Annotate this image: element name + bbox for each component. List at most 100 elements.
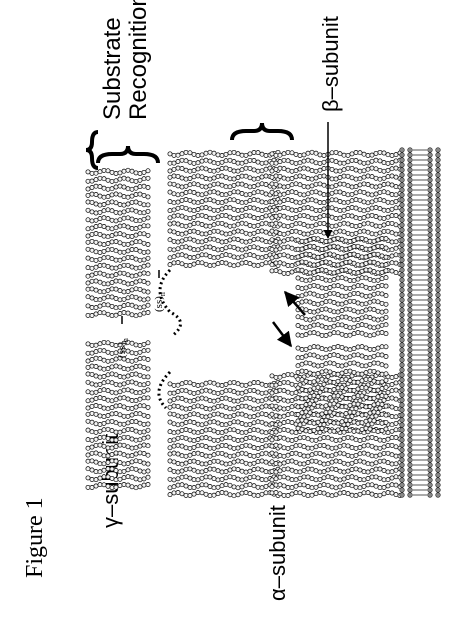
helix-bead: [133, 286, 139, 292]
helix-bead: [125, 348, 131, 354]
helix-bead: [85, 379, 91, 385]
helix-bead: [199, 452, 205, 457]
helix-bead: [311, 269, 317, 275]
helix-bead: [355, 428, 361, 434]
lipid-head: [435, 352, 441, 358]
helix-bead: [243, 413, 249, 419]
helix-bead: [315, 301, 321, 307]
helix-bead: [313, 150, 319, 156]
helix-bead: [171, 238, 177, 244]
lipid-head: [399, 417, 405, 423]
helix-bead: [207, 419, 213, 425]
helix-bead: [297, 229, 303, 235]
helix-bead: [289, 467, 295, 473]
helix-bead: [255, 168, 261, 174]
helix-bead: [375, 387, 381, 393]
helix-bead: [137, 403, 143, 409]
helix-bead: [367, 377, 373, 382]
helix-bead: [305, 466, 311, 472]
helix-bead: [273, 469, 279, 475]
helix-bead: [367, 355, 373, 361]
helix-bead: [227, 190, 233, 196]
helix-bead: [371, 368, 377, 374]
helix-bead: [345, 183, 351, 189]
helix-bead: [227, 414, 233, 420]
helix-bead: [353, 223, 359, 229]
helix-bead: [187, 406, 193, 411]
lipid-head: [427, 352, 433, 358]
lipid-head: [399, 212, 405, 218]
helix-bead: [285, 176, 291, 182]
helix-bead: [133, 485, 139, 491]
helix-bead: [113, 191, 119, 197]
lipid-head: [435, 462, 441, 468]
helix-bead: [299, 387, 305, 392]
helix-bead: [319, 362, 325, 368]
helix-bead: [277, 192, 283, 198]
helix-bead: [141, 341, 147, 347]
helix-bead: [211, 485, 217, 491]
lipid-head: [399, 252, 405, 258]
helix-bead: [363, 307, 369, 313]
helix-bead: [121, 184, 127, 190]
helix-bead: [349, 453, 355, 459]
helix-bead: [375, 290, 381, 296]
helix-bead: [255, 159, 261, 165]
helix-bead: [269, 228, 275, 234]
helix-bead: [301, 434, 307, 440]
helix-bead: [121, 434, 127, 440]
lipid-head: [399, 302, 405, 308]
helix-bead: [347, 378, 353, 384]
helix-bead: [269, 373, 275, 379]
helix-bead: [305, 474, 311, 480]
helix-bead: [109, 186, 115, 192]
helix-bead: [309, 183, 315, 189]
helix-bead: [351, 379, 357, 385]
helix-bead: [203, 468, 209, 473]
helix-bead: [179, 421, 185, 427]
helix-bead: [125, 366, 131, 372]
helix-bead: [97, 241, 103, 247]
helix-bead: [171, 459, 177, 465]
helix-bead: [289, 176, 295, 181]
beta-subunit-upper: [295, 235, 389, 339]
helix-bead: [239, 213, 245, 219]
helix-bead: [349, 483, 355, 489]
helix-bead: [93, 183, 99, 189]
helix-bead: [145, 249, 151, 255]
helix-bead: [379, 386, 385, 391]
lipid-head: [427, 427, 433, 433]
helix-bead: [299, 277, 305, 283]
helix-bead: [129, 427, 135, 432]
lipid-head: [435, 307, 441, 313]
helix-bead: [337, 484, 343, 490]
helix-bead: [255, 452, 261, 458]
helix-bead: [175, 260, 181, 265]
helix-bead: [281, 191, 287, 197]
helix-bead: [269, 430, 275, 436]
helix-bead: [113, 381, 119, 387]
helix-bead: [191, 451, 197, 457]
helix-bead: [121, 482, 127, 487]
helix-bead: [137, 296, 143, 302]
helix-bead: [93, 411, 99, 417]
helix-bead: [339, 394, 345, 400]
helix-bead: [357, 458, 363, 464]
helix-bead: [299, 238, 305, 244]
helix-bead: [307, 352, 313, 358]
helix-bead: [375, 429, 381, 434]
helix-bead: [179, 381, 185, 387]
helix-bead: [273, 200, 279, 206]
helix-bead: [361, 483, 367, 489]
helix-bead: [321, 381, 327, 387]
helix-bead: [129, 199, 135, 205]
helix-bead: [269, 221, 275, 227]
helix-bead: [243, 469, 249, 475]
helix-bead: [343, 324, 349, 329]
helix-bead: [357, 491, 363, 497]
helix-bead: [389, 253, 395, 259]
helix-bead: [277, 260, 283, 266]
helix-bead: [297, 451, 303, 457]
helix-bead: [353, 190, 359, 196]
helix-bead: [215, 167, 221, 173]
